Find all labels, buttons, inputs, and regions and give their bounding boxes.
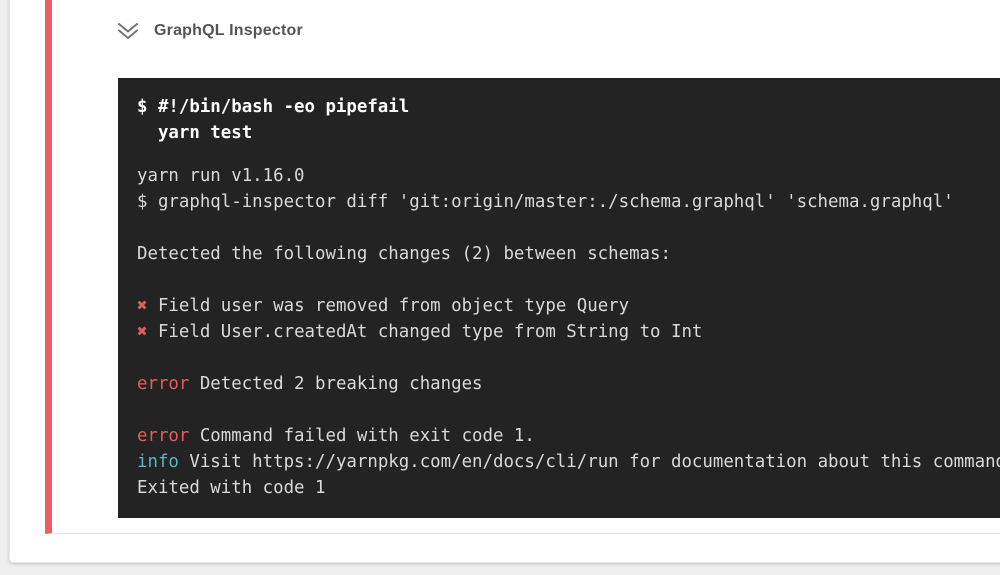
terminal-line [137, 267, 1000, 293]
terminal-output: yarn run v1.16.0 $ graphql-inspector diff… [137, 163, 1000, 501]
step-header-toggle[interactable]: GraphQL Inspector [116, 21, 303, 41]
terminal-line: $ #!/bin/bash -eo pipefail [137, 97, 410, 117]
terminal-line: ✖ Field user was removed from object typ… [137, 296, 630, 316]
double-chevron-down-icon [116, 21, 140, 41]
terminal-line: error Detected 2 breaking changes [137, 374, 483, 394]
terminal-line: info Visit https://yarnpkg.com/en/docs/c… [137, 452, 1000, 472]
terminal-line: yarn test [137, 123, 253, 143]
build-step-graphql-inspector: GraphQL Inspector $ #!/bin/bash -eo pipe… [45, 0, 1000, 534]
step-title: GraphQL Inspector [154, 22, 303, 39]
terminal-line: yarn run v1.16.0 [137, 166, 305, 186]
build-page-card: GraphQL Inspector $ #!/bin/bash -eo pipe… [9, 0, 1000, 563]
terminal-line: error Command failed with exit code 1. [137, 426, 535, 446]
terminal-command: $ #!/bin/bash -eo pipefail yarn test [137, 94, 1000, 146]
terminal-output-panel: $ #!/bin/bash -eo pipefail yarn test yar… [118, 78, 1000, 518]
terminal-line: ✖ Field User.createdAt changed type from… [137, 322, 703, 342]
terminal-line: Exited with code 1 [137, 478, 326, 498]
terminal-line [137, 215, 1000, 241]
terminal-line [137, 345, 1000, 371]
terminal-line [137, 397, 1000, 423]
terminal-line: Detected the following changes (2) betwe… [137, 244, 671, 264]
terminal-line: $ graphql-inspector diff 'git:origin/mas… [137, 192, 954, 212]
